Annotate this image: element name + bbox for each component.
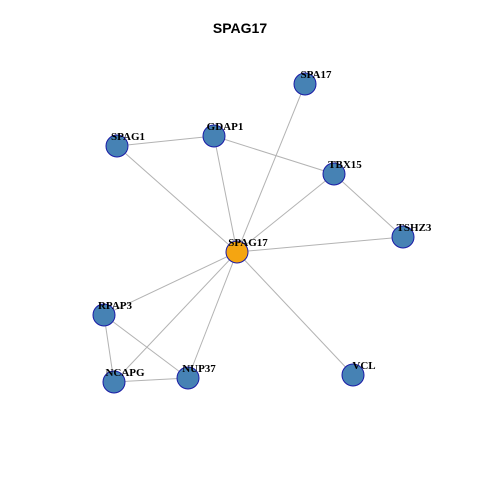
node-tshz3: [391, 225, 415, 249]
node-spa17: [293, 72, 317, 96]
graph-title: SPAG17: [212, 20, 268, 36]
edge-spag17-nup37: [187, 251, 238, 379]
node-label-vcl: VCL: [352, 360, 375, 372]
node-gdap1: [202, 124, 226, 148]
node-label-nup37: NUP37: [182, 363, 216, 375]
node-label-spag17: SPAG17: [228, 237, 268, 249]
node-vcl: [341, 363, 365, 387]
node-nup37: [176, 366, 200, 390]
node-label-tshz3: TSHZ3: [397, 222, 432, 234]
edge-gdap1-tbx15: [213, 135, 335, 175]
node-label-ncapg: NCAPG: [105, 367, 145, 379]
node-spag1: [105, 134, 129, 158]
edge-spag17-spag1: [116, 145, 238, 253]
node-label-spag1: SPAG1: [111, 131, 145, 143]
edge-spag17-ncapg: [113, 251, 238, 383]
edge-rpap3-nup37: [103, 314, 189, 379]
edge-spag17-tshz3: [236, 236, 404, 253]
node-label-rpap3: RPAP3: [98, 300, 133, 312]
node-label-spa17: SPA17: [301, 69, 332, 81]
node-rpap3: [92, 303, 116, 327]
edge-spag17-tbx15: [236, 173, 335, 253]
edge-spag1-gdap1: [116, 135, 215, 147]
edge-spag17-rpap3: [103, 251, 238, 316]
node-label-tbx15: TBX15: [328, 159, 362, 171]
edge-spag17-gdap1: [213, 135, 238, 253]
edge-spag17-spa17: [236, 83, 306, 253]
node-spag17: [225, 240, 249, 264]
node-label-gdap1: GDAP1: [207, 121, 244, 133]
edge-tbx15-tshz3: [333, 173, 404, 238]
node-ncapg: [102, 370, 126, 394]
edge-ncapg-nup37: [113, 377, 189, 383]
node-tbx15: [322, 162, 346, 186]
edge-spag17-vcl: [236, 251, 354, 376]
